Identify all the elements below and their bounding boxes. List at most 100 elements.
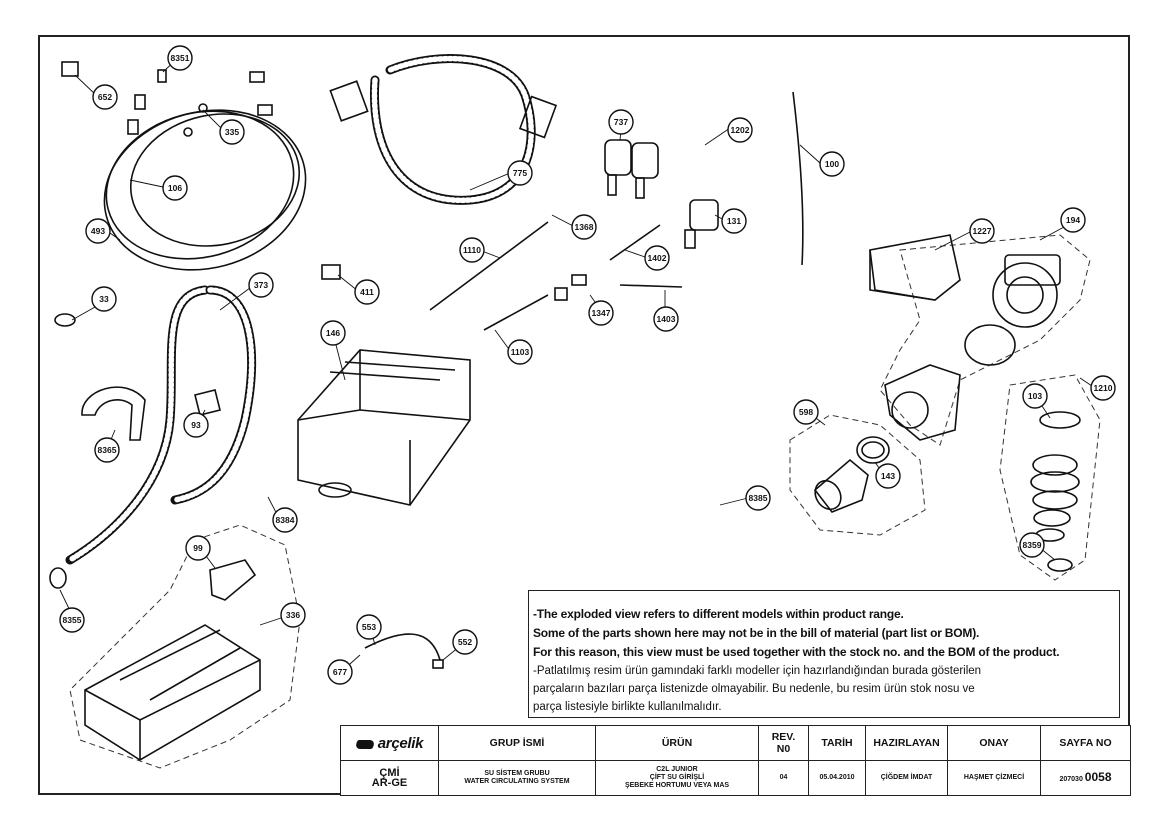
callout-1227: 1227	[969, 218, 995, 244]
callout-1368: 1368	[571, 214, 597, 240]
callout-335: 335	[219, 119, 245, 145]
callout-label: 1227	[973, 226, 992, 236]
small-bottom-hose	[49, 567, 444, 669]
callout-493: 493	[85, 218, 111, 244]
callout-99: 99	[185, 535, 211, 561]
hose-clamp	[194, 389, 221, 416]
callout-143: 143	[875, 463, 901, 489]
callout-553: 553	[356, 614, 382, 640]
disclaimer-note: -The exploded view refers to different m…	[528, 590, 1120, 718]
callout-8359: 8359	[1019, 532, 1045, 558]
bellows-group-outline	[999, 374, 1101, 581]
note-tr-line-3: parça listesiyle birlikte kullanılmalıdı…	[533, 701, 722, 713]
callout-373: 373	[248, 272, 274, 298]
callout-1110: 1110	[459, 237, 485, 263]
filter-assembly	[813, 436, 890, 513]
brand-mark-icon	[354, 740, 376, 750]
callout-100: 100	[819, 151, 845, 177]
pump-group-outline	[879, 234, 1091, 446]
callout-label: 8384	[276, 515, 295, 525]
clamp-ring	[54, 313, 76, 327]
callout-1402: 1402	[644, 245, 670, 271]
date-value: 05.04.2010	[808, 760, 866, 796]
callout-131: 131	[721, 208, 747, 234]
inlet-hose-loops	[61, 61, 307, 271]
callout-label: 33	[99, 294, 109, 304]
rev-value: 04	[758, 760, 809, 796]
callout-336: 336	[280, 602, 306, 628]
callout-label: 1368	[575, 222, 594, 232]
callout-label: 143	[881, 471, 895, 481]
approval-header: ONAY	[947, 725, 1041, 761]
callout-1210: 1210	[1090, 375, 1116, 401]
approval-value: HAŞMET ÇİZMECİ	[947, 760, 1041, 796]
page-number: 207030 0058	[1040, 760, 1131, 796]
detergent-drawer-group-outline	[69, 524, 301, 769]
product-header: ÜRÜN	[595, 725, 759, 761]
callout-737: 737	[608, 109, 634, 135]
callout-411: 411	[354, 279, 380, 305]
title-block: arçelik GRUP İSMİ ÜRÜN REV.N0 TARİH HAZI…	[340, 725, 1131, 796]
callout-label: 8385	[749, 493, 768, 503]
callout-146: 146	[320, 320, 346, 346]
note-tr-line-2: parçaların bazıları parça listenizde olm…	[533, 683, 975, 695]
small-connecting-hoses	[321, 221, 683, 331]
callout-1103: 1103	[507, 339, 533, 365]
callout-label: 552	[458, 637, 472, 647]
callout-label: 8351	[171, 53, 190, 63]
callout-106: 106	[162, 175, 188, 201]
callout-8355: 8355	[59, 607, 85, 633]
callout-label: 93	[191, 420, 201, 430]
callout-label: 652	[98, 92, 112, 102]
callout-label: 493	[91, 226, 105, 236]
group-header: GRUP İSMİ	[438, 725, 596, 761]
callout-label: 1347	[592, 308, 611, 318]
callout-label: 1110	[463, 245, 481, 255]
callout-label: 8365	[98, 445, 117, 455]
callout-label: 553	[362, 622, 376, 632]
callout-label: 1403	[657, 314, 676, 324]
callout-label: 373	[254, 280, 268, 290]
detergent-box	[297, 349, 471, 506]
prepared-header: HAZIRLAYAN	[865, 725, 948, 761]
callout-93: 93	[183, 412, 209, 438]
callout-8385: 8385	[745, 485, 771, 511]
callout-652: 652	[92, 84, 118, 110]
prepared-value: ÇİĞDEM İMDAT	[865, 760, 948, 796]
date-header: TARİH	[808, 725, 866, 761]
note-en-line-3: For this reason, this view must be used …	[533, 645, 1060, 659]
callout-8365: 8365	[94, 437, 120, 463]
callout-1347: 1347	[588, 300, 614, 326]
callout-1202: 1202	[727, 117, 753, 143]
callout-label: 1103	[511, 347, 530, 357]
callout-label: 194	[1066, 215, 1080, 225]
callout-194: 194	[1060, 207, 1086, 233]
drain-hose	[65, 285, 257, 565]
callout-775: 775	[507, 160, 533, 186]
callout-33: 33	[91, 286, 117, 312]
callout-8351: 8351	[167, 45, 193, 71]
callout-label: 131	[727, 216, 741, 226]
callout-label: 99	[193, 543, 203, 553]
callout-bubbles: 652 8351 335 106 493 775 737 1202 100 131 1368 1110…	[59, 45, 1116, 685]
callout-label: 1202	[731, 125, 750, 135]
callout-598: 598	[793, 399, 819, 425]
callout-label: 103	[1028, 391, 1042, 401]
callout-103: 103	[1022, 383, 1048, 409]
callout-leader-lines	[59, 56, 1096, 673]
callout-label: 106	[168, 183, 182, 193]
brand-logo: arçelik	[340, 725, 439, 761]
callout-label: 737	[614, 117, 628, 127]
page-header: SAYFA NO	[1040, 725, 1131, 761]
bellows-assembly	[1030, 411, 1081, 572]
callout-label: 8355	[63, 615, 82, 625]
callout-label: 677	[333, 667, 347, 677]
note-tr-line-1: -Patlatılmış resim ürün gamındaki farklı…	[533, 665, 982, 677]
hose-hanger	[81, 386, 146, 441]
detergent-drawer	[84, 559, 261, 761]
note-en-line-2: Some of the parts shown here may not be …	[533, 626, 980, 640]
rev-header: REV.N0	[758, 725, 809, 761]
